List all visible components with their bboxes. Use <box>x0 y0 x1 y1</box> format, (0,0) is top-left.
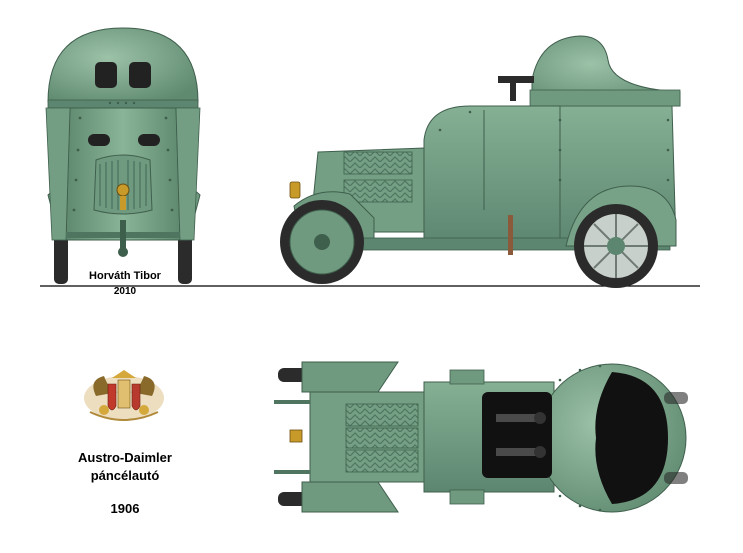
vehicle-year: 1906 <box>110 501 140 516</box>
author-credit: Horváth Tibor <box>89 270 161 282</box>
side-view <box>280 35 681 288</box>
top-view <box>274 361 688 513</box>
front-view <box>45 27 201 284</box>
austro-hungarian-coat-of-arms-icon <box>84 370 164 421</box>
vehicle-name: Austro-Daimler <box>78 450 172 465</box>
credit-year: 2010 <box>113 286 137 297</box>
vehicle-type: páncélautó <box>90 468 160 483</box>
